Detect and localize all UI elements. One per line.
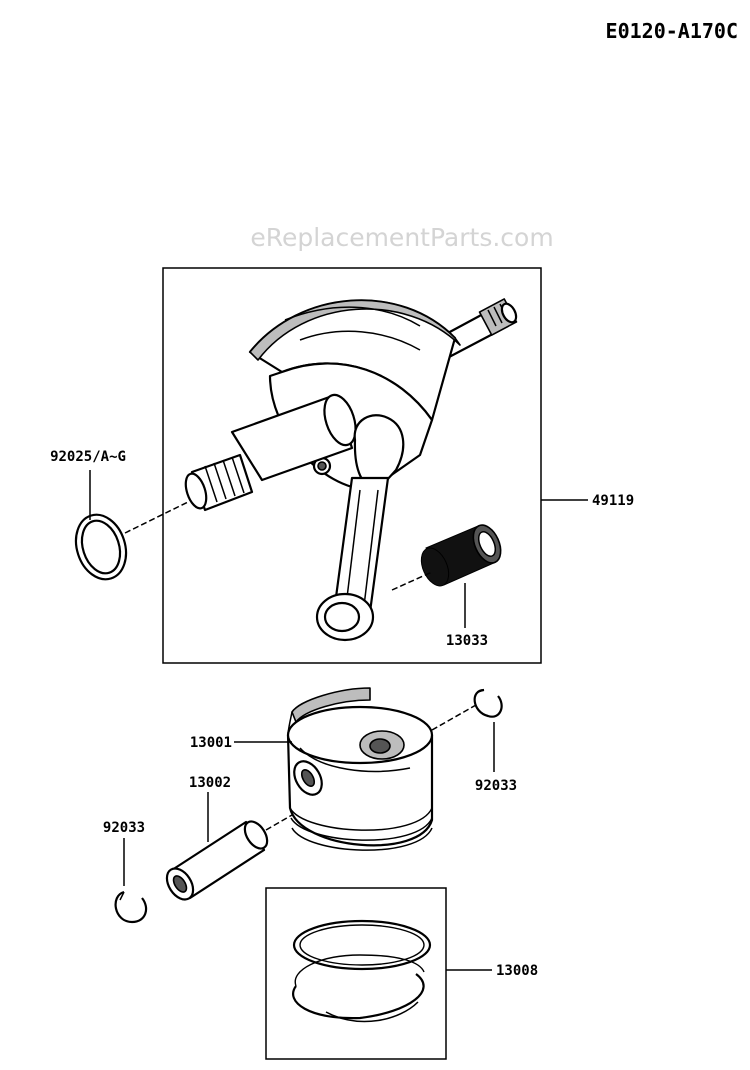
piston-pin-part[interactable] xyxy=(162,818,272,905)
crankshaft-assembly[interactable] xyxy=(182,298,519,642)
circlip-right-label: 92033 xyxy=(475,778,517,794)
bearing-label: 13033 xyxy=(446,633,488,649)
rings-group-frame xyxy=(265,887,447,1060)
watermark: eReplacementParts.com xyxy=(250,223,553,252)
piston-part[interactable] xyxy=(286,687,434,851)
circlip-left-label: 92033 xyxy=(103,820,145,836)
washer-label: 92025/A~G xyxy=(50,449,126,465)
piston-label: 13001 xyxy=(190,735,232,751)
rings-label: 13008 xyxy=(496,963,538,979)
washer-axis-line xyxy=(124,501,189,534)
bearing-axis-line xyxy=(391,571,433,591)
pin-axis-line xyxy=(265,814,293,831)
circlip-left-part[interactable] xyxy=(114,890,148,924)
diagram-code: E0120-A170C xyxy=(606,19,738,43)
washer-part[interactable] xyxy=(68,508,134,586)
needle-bearing-part[interactable] xyxy=(416,521,506,590)
crankshaft-group-frame xyxy=(162,267,542,664)
piston-rings-part[interactable] xyxy=(292,919,432,1023)
circlip-right-part[interactable] xyxy=(473,688,503,718)
crankshaft-label: 49119 xyxy=(592,493,634,509)
piston-axis-line xyxy=(431,704,477,731)
pin-label: 13002 xyxy=(189,775,231,791)
